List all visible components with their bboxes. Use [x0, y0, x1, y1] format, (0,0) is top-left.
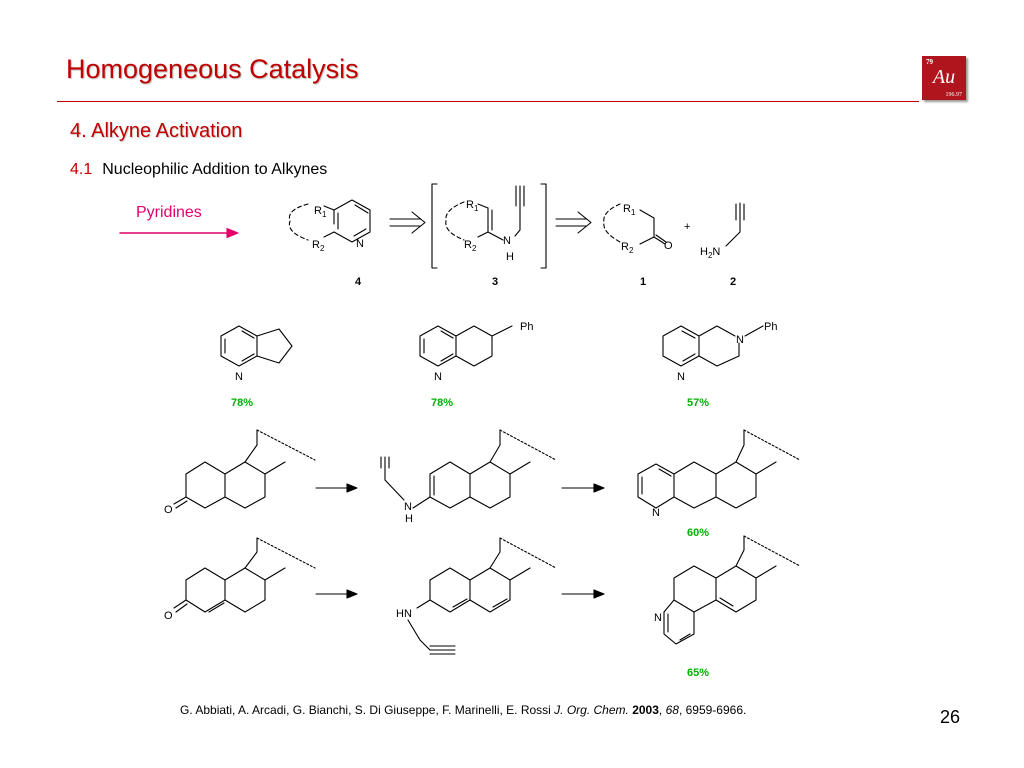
n-label-4: N	[356, 238, 364, 250]
compound-number-2: 2	[730, 276, 736, 288]
forward-arrow-1	[315, 483, 358, 493]
citation-prefix: G.	[180, 703, 193, 717]
h-label-3: H	[506, 251, 514, 263]
forward-arrow-2	[561, 483, 605, 493]
compound-4-structure	[288, 199, 371, 243]
pyridines-arrowhead	[226, 227, 239, 239]
forward-arrow-3	[315, 589, 358, 599]
forward-arrow-4	[561, 589, 605, 599]
bracket-right	[540, 183, 547, 269]
o-label-s1: O	[164, 504, 173, 516]
r2-label-4: R2	[312, 239, 325, 253]
subsection-title: Nucleophilic Addition to Alkynes	[102, 161, 328, 178]
bracket-left	[431, 183, 438, 269]
reaction-scheme: R1 R2 N R1 R2 N H R1 R2 O + H2N N N Ph N…	[119, 183, 801, 679]
n-label-p1: N	[235, 371, 243, 383]
h-label-s1: H	[405, 513, 413, 525]
compound-1-structure	[603, 203, 667, 245]
compound-number-3: 3	[492, 276, 498, 288]
n-label-p3: N	[677, 371, 685, 383]
subsection-heading: 4.1 Nucleophilic Addition to Alkynes	[70, 161, 327, 179]
yield-2: 78%	[431, 397, 453, 409]
n-label-p2: N	[434, 371, 442, 383]
ph-label-p2: Ph	[520, 321, 533, 333]
yield-4: 60%	[687, 527, 709, 539]
pyridines-label: Pyridines	[136, 204, 202, 221]
hn-label-s2: HN	[396, 608, 412, 620]
r2-label-1: R2	[621, 241, 634, 255]
citation-authors: Abbiati, A. Arcadi, G. Bianchi, S. Di Gi…	[192, 703, 555, 717]
product-cyclopenta-pyridine	[220, 325, 293, 367]
title-divider	[57, 101, 919, 102]
compound-number-4: 4	[355, 276, 362, 288]
section-heading: 4. Alkyne Activation	[70, 120, 243, 142]
citation-pages: , 6959-6966.	[678, 703, 747, 717]
yield-3: 57%	[687, 397, 709, 409]
n-label-s2p: N	[654, 612, 662, 624]
gold-element-logo: 79 Au 196.97	[922, 56, 966, 100]
plus-sign: +	[684, 221, 690, 233]
steroid-enamine-1	[380, 429, 557, 509]
steroid-pyridine-1	[637, 429, 801, 509]
r1-label-1: R1	[623, 203, 636, 217]
o-label-s2: O	[164, 610, 173, 622]
citation-volume: 68	[665, 703, 679, 717]
compound-2-structure	[725, 202, 745, 247]
n-label-p3b: N	[736, 334, 744, 346]
retro-arrow-1	[389, 211, 426, 234]
r2-label-3: R2	[464, 239, 477, 253]
r1-label-3: R1	[466, 199, 479, 213]
steroid-enamine-2	[407, 537, 557, 655]
citation-year: 2003	[632, 703, 659, 717]
citation: G. Abbiati, A. Arcadi, G. Bianchi, S. Di…	[180, 703, 747, 717]
ph-label-p3: Ph	[764, 321, 777, 333]
product-phenyl-tetrahydroquinoline	[419, 325, 513, 367]
steroid-ketone-2	[173, 537, 316, 613]
r1-label-4: R1	[314, 205, 327, 219]
page-number: 26	[940, 707, 961, 727]
subsection-number: 4.1	[70, 161, 93, 178]
logo-symbol: Au	[932, 66, 956, 88]
logo-atomic-mass: 196.97	[945, 92, 963, 98]
yield-1: 78%	[231, 397, 253, 409]
yield-5: 65%	[687, 667, 709, 679]
slide-title: Homogeneous Catalysis	[66, 54, 359, 84]
product-phenyl-naphthyridine	[662, 325, 764, 367]
h2n-label-2: H2N	[700, 246, 720, 260]
compound-3-structure	[445, 185, 525, 241]
retro-arrow-2	[555, 211, 592, 234]
n-label-s1p: N	[652, 507, 660, 519]
compound-number-1: 1	[640, 276, 646, 288]
citation-journal: J. Org. Chem.	[554, 703, 629, 717]
logo-atomic-number: 79	[926, 58, 933, 66]
n-label-s1: N	[404, 501, 412, 513]
steroid-pyridine-2	[663, 535, 801, 645]
n-label-3: N	[503, 235, 511, 247]
steroid-ketone-1	[173, 429, 316, 509]
o-label-1: O	[664, 240, 673, 252]
